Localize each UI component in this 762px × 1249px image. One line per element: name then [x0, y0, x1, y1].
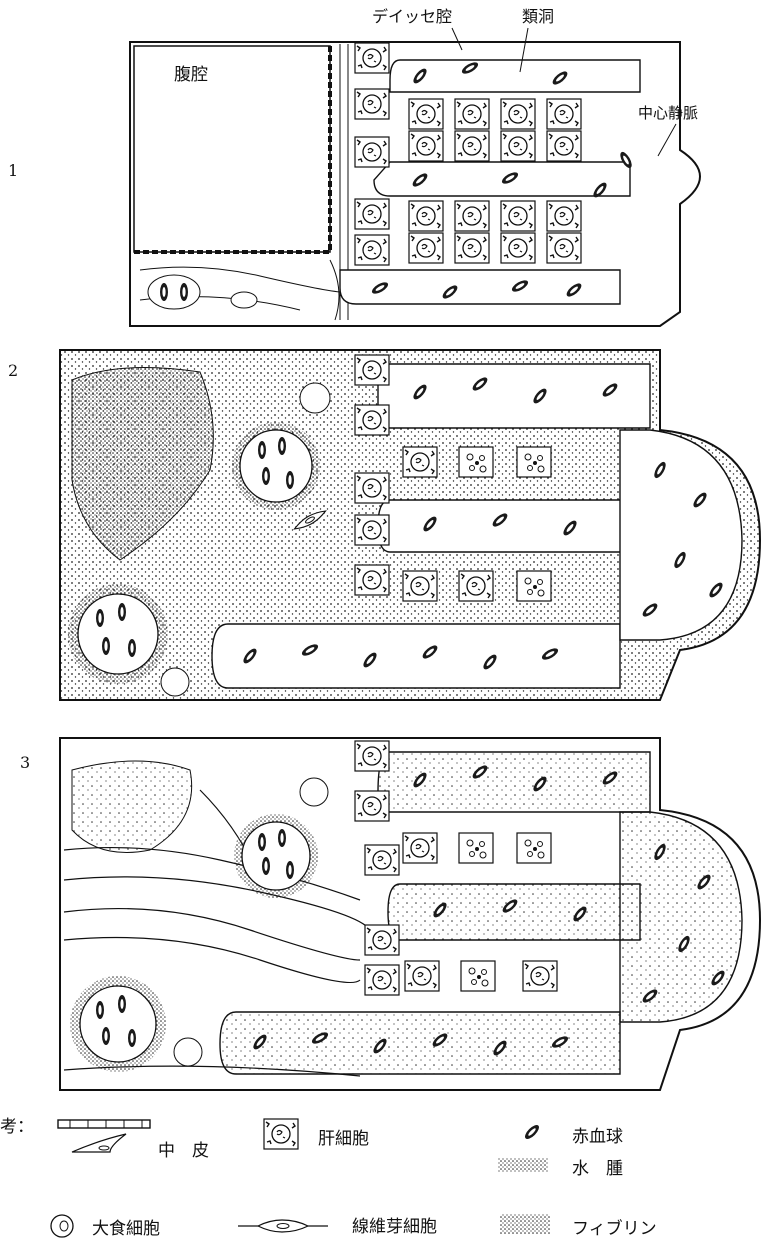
panel-2 [60, 350, 760, 700]
abdominal-cavity [134, 46, 330, 252]
fibroblast-icon [238, 1220, 328, 1232]
legend-label-macrophage: 大食細胞 [92, 1214, 160, 1239]
panel-number-2: 2 [8, 361, 18, 380]
panel-1: 腹腔 デイッセ腔 類洞 [130, 7, 700, 326]
legend-label-red-blood-cell: 赤血球 [572, 1122, 623, 1147]
legend-label-edema: 水 腫 [572, 1154, 623, 1179]
legend-label-hepatocyte: 肝細胞 [318, 1124, 369, 1149]
legend-label-fibroblast: 線維芽細胞 [352, 1212, 437, 1237]
macrophage-icon [51, 1215, 73, 1237]
panel-number-1: 1 [8, 161, 18, 180]
hepatocyte-icon [264, 1119, 298, 1149]
legend-title: 考： [0, 1112, 34, 1137]
label-sinusoid: 類洞 [522, 7, 554, 26]
label-central-vein: 中心静脈 [638, 104, 698, 122]
label-abdominal-cavity: 腹腔 [174, 65, 208, 85]
label-disse-space: デイッセ腔 [372, 7, 452, 26]
legend-label-mesothelium: 中 皮 [158, 1136, 209, 1161]
edema-icon [498, 1158, 548, 1172]
legend-label-fibrin: フィブリン [572, 1214, 657, 1239]
panel-number-3: 3 [20, 753, 30, 772]
mesothelium-icon [58, 1120, 150, 1152]
panel-3 [60, 738, 760, 1090]
red-blood-cell-icon [523, 1123, 541, 1141]
fibrin-icon [500, 1214, 550, 1234]
